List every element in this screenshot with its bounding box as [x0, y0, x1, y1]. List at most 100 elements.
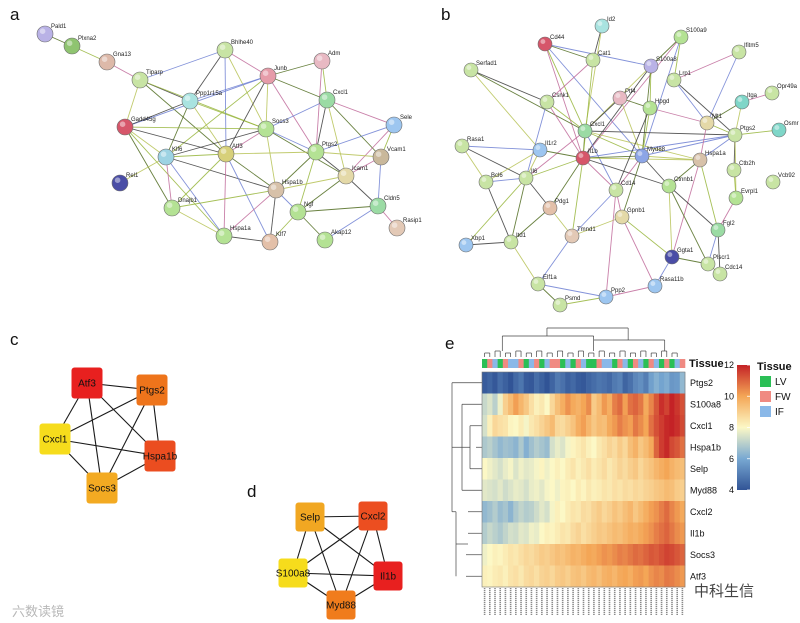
- net-a-node-label: Rasip1: [403, 218, 422, 224]
- net-a-edge-Ppp1r15a-Socs3: [189, 100, 267, 130]
- net-a-edge-Ppp1r15a-Atf3: [189, 100, 227, 155]
- heatmap-cell: [586, 415, 592, 437]
- heatmap-cell: [617, 393, 623, 416]
- net-b-node-Elf1a: Elf1a: [530, 275, 557, 292]
- heatmap-cell: [482, 458, 488, 480]
- heatmap-cell: [528, 501, 535, 523]
- net-b-edge-Il1b-Il6: [525, 157, 584, 179]
- net-a-edge-Ptgs2-Vcam1: [315, 151, 382, 158]
- net-a-edge-Adm-Ptgs2: [315, 60, 323, 153]
- heatmap-cell: [518, 479, 524, 502]
- heatmap-cell: [591, 501, 597, 523]
- heatmap-cell: [664, 458, 670, 480]
- heatmap-cell: [570, 544, 576, 566]
- net-b-edge-Gpnb1-Tmnd1: [571, 216, 623, 237]
- net-c-node-label: Hspa1b: [143, 452, 178, 463]
- heatmap-cell: [591, 393, 597, 416]
- net-b-edge-Serfad1-Csnk1: [470, 69, 548, 103]
- heatmap-cell: [539, 565, 545, 588]
- heatmap-cell: [554, 479, 561, 502]
- heatmap-cell: [653, 458, 660, 480]
- net-a-edge-Ngf-Cldn5: [297, 205, 379, 213]
- heatmap-cell: [617, 479, 623, 502]
- net-a-node-Klf7: Klf7: [261, 232, 287, 251]
- net-a-edge-Dnajb1-Hspa1a: [171, 207, 225, 237]
- net-b-node-label: Rasa11b: [660, 277, 684, 283]
- heatmap-cell: [664, 415, 670, 437]
- net-d-node-Selp: Selp: [295, 502, 325, 532]
- net-b-edge-Cat1-Csnk1: [546, 59, 594, 103]
- net-b-node-label: Vcb92: [778, 173, 796, 179]
- legend-label: IF: [775, 407, 784, 418]
- net-a-edge-Cxcl1-Icam1: [326, 99, 347, 177]
- heatmap-cell: [632, 479, 639, 502]
- net-a-edge-Hspa1b-Dnajb1: [171, 189, 277, 209]
- heatmap-cell: [523, 458, 530, 480]
- heatmap-cell: [528, 544, 535, 566]
- heatmap-cell: [679, 372, 686, 394]
- heatmap-cell: [482, 479, 488, 502]
- heatmap-cell: [638, 393, 644, 416]
- heatmap-cell: [508, 436, 514, 459]
- heatmap-cell: [575, 544, 582, 566]
- heatmap-cell: [586, 479, 592, 502]
- heatmap-cell: [554, 458, 561, 480]
- heatmap-cell: [560, 501, 566, 523]
- heatmap-cell: [482, 522, 488, 545]
- heatmap-cell: [643, 522, 649, 545]
- heatmap-cell: [643, 565, 649, 588]
- heatmap-cell: [601, 522, 608, 545]
- watermark-right: 中科生信: [694, 582, 755, 600]
- heatmap-cell: [492, 415, 498, 437]
- heatmap-cell: [523, 522, 530, 545]
- net-b-node-Mt1: Mt1: [699, 114, 723, 131]
- net-b-node-Cat1: Cat1: [585, 51, 611, 68]
- net-b-node-Ptgs2: Ptgs2: [727, 126, 756, 143]
- heatmap-cell: [560, 372, 566, 394]
- net-b-node-label: Ptgs2: [740, 126, 756, 132]
- heatmap-cell: [648, 436, 655, 459]
- heatmap-cell: [580, 522, 587, 545]
- heatmap-cell: [591, 436, 597, 459]
- net-a-edge-Junb-Cxcl1: [267, 75, 328, 101]
- heatmap-cell: [549, 415, 556, 437]
- net-a-edge-Gadd45g-Atf3: [124, 126, 227, 155]
- heatmap-cell: [606, 544, 613, 566]
- net-b-edge-Cd44-Il1b: [544, 43, 584, 159]
- heatmap-cell: [601, 544, 608, 566]
- heatmap-cell: [560, 565, 566, 588]
- heatmap-cell: [560, 393, 566, 416]
- tissue-cell: [679, 359, 686, 368]
- net-b-node-label: Opr49a: [777, 84, 798, 90]
- panel-label-d: d: [247, 482, 257, 501]
- net-b-edge-Hpgd-Mt1: [649, 107, 708, 124]
- heatmap-cell: [497, 479, 504, 502]
- heatmap-cell: [596, 458, 603, 480]
- net-c-node-label: Socs3: [88, 484, 116, 495]
- heatmap-cell: [544, 436, 550, 459]
- net-c-node-label: Cxcl1: [42, 435, 67, 446]
- heatmap-cell: [575, 436, 582, 459]
- heatmap-cell: [549, 544, 556, 566]
- net-a-edge-Gadd45g-Hspa1a: [124, 126, 225, 237]
- panel-label-c: c: [10, 330, 19, 349]
- heatmap-cell: [617, 415, 623, 437]
- net-b-edge-Bcl6-Il1r2: [485, 149, 541, 183]
- net-b-edge-Cxcl1-Ptgs2: [584, 130, 736, 136]
- heatmap-cell: [606, 501, 613, 523]
- net-b-node-Fgl2: Fgl2: [710, 221, 735, 238]
- heatmap-cell: [518, 415, 524, 437]
- heatmap-cell: [664, 436, 670, 459]
- heatmap-cell: [539, 501, 545, 523]
- heatmap-cell: [497, 565, 504, 588]
- net-b-edge-S100a9-Myd88: [641, 36, 682, 157]
- net-a-edges: [44, 33, 398, 243]
- gene-label: S100a8: [690, 399, 721, 409]
- net-a-edge-Junb-Atf3: [225, 75, 269, 155]
- heatmap-cell: [534, 544, 540, 566]
- heatmap-cell: [586, 436, 592, 459]
- heatmap-cell: [612, 436, 618, 459]
- net-b-node-label: Itd1: [516, 233, 527, 239]
- net-a-node-label: Junb: [274, 66, 288, 72]
